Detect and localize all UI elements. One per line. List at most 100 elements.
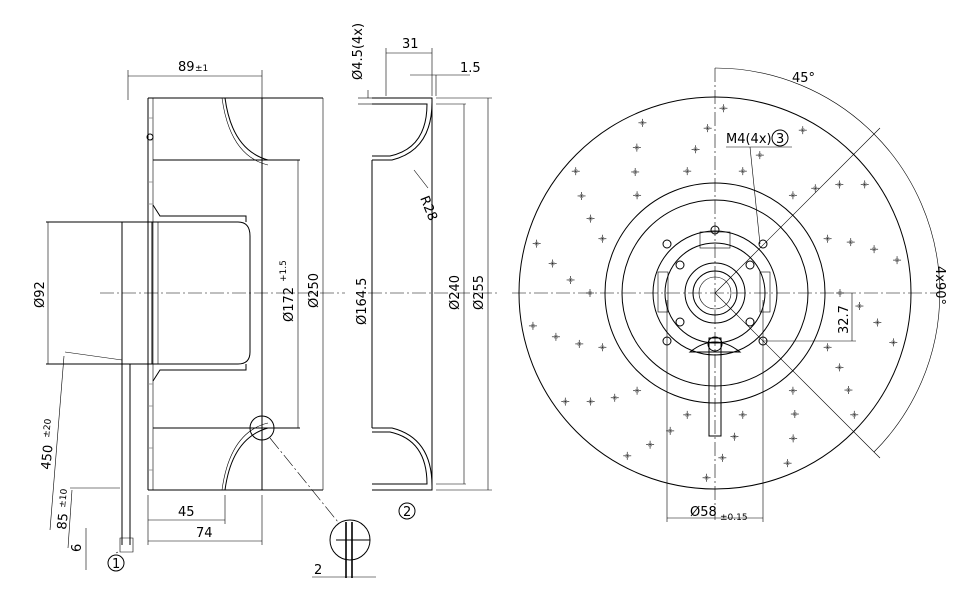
blade-marker [598, 343, 607, 352]
dim-detail-2: 2 [314, 563, 322, 578]
motor-rotor [652, 230, 778, 356]
dim-dia-240: Ø240 [448, 275, 463, 310]
blade-marker [850, 410, 859, 419]
blade-marker [835, 363, 844, 372]
blade-marker [666, 426, 675, 435]
dim-offset: 32.7 [837, 305, 852, 334]
blade-marker [532, 239, 541, 248]
blade-markers [528, 104, 902, 482]
callout-3-circle [771, 129, 789, 147]
blade-marker [836, 289, 844, 297]
dim-dia-92: Ø92 [33, 281, 48, 308]
section-view: Ø4.5(4x) 31 1.5 R28 Ø164.5 Ø240 Ø255 2 [351, 23, 500, 520]
blade-marker [811, 184, 820, 193]
blade-marker [788, 191, 797, 200]
callout-1-circle [107, 554, 125, 572]
dim-flange: 1.5 [460, 61, 481, 76]
blade-marker [610, 393, 619, 402]
dim-dia-58-tol: ±0.15 [720, 513, 748, 523]
blade-marker [528, 321, 537, 330]
dim-cable-450: 450 [39, 444, 57, 470]
blade-marker [873, 318, 882, 327]
dim-dia-255: Ø255 [472, 275, 487, 310]
blade-marker [703, 124, 712, 133]
callout-3: 3 [776, 132, 784, 147]
blade-marker [702, 473, 711, 482]
blade-marker [790, 410, 799, 419]
blade-marker [718, 453, 727, 462]
blade-marker [893, 256, 902, 265]
blade-marker [738, 167, 747, 176]
blade-marker [633, 386, 642, 395]
dim-overall-depth: 89 [178, 60, 195, 75]
blade-marker [783, 459, 792, 468]
blade-marker [586, 289, 594, 297]
blade-marker [789, 434, 798, 443]
screw-hole [710, 225, 720, 235]
blade-marker [844, 386, 853, 395]
front-view: 45° 4x90° M4(4x) 3 32.7 Ø58 ±0.15 [512, 67, 947, 523]
impeller-inner-ring [604, 182, 826, 404]
screw-hole [745, 317, 755, 327]
blade-marker [632, 143, 641, 152]
side-view: 89 ±1 Ø92 Ø172 +1.5 Ø250 45 74 450 ±20 8… [33, 60, 376, 578]
blade-marker [683, 410, 692, 419]
detail-marker [249, 415, 275, 441]
blade-marker [577, 191, 586, 200]
callout-2: 2 [403, 505, 411, 520]
dim-dia-58: Ø58 [690, 505, 717, 520]
dim-depth-74: 74 [196, 526, 213, 541]
blade-marker [835, 180, 844, 189]
blade-marker [575, 339, 584, 348]
dim-cable-85-tol: ±10 [58, 488, 70, 508]
impeller-outer-circle [518, 96, 912, 490]
dim-cable-450-tol: ±20 [42, 418, 54, 438]
dim-dia-164: Ø164.5 [355, 278, 370, 325]
dim-dia-172-tol: +1.5 [279, 260, 289, 282]
dim-angle-45: 45° [792, 71, 815, 86]
dim-hole: Ø4.5(4x) [351, 23, 366, 80]
cable-exit [688, 341, 742, 353]
blade-marker [646, 440, 655, 449]
screw-hole [758, 239, 768, 249]
blade-marker [755, 151, 764, 160]
blade-marker [823, 343, 832, 352]
blade-marker [738, 410, 747, 419]
angle-arc-45 [714, 67, 875, 135]
blade-marker [691, 145, 700, 154]
blade-marker [586, 397, 595, 406]
screw-hole [662, 239, 672, 249]
blade-marker [719, 104, 728, 113]
blade-marker [623, 451, 632, 460]
blade-marker [889, 338, 898, 347]
blade-marker [598, 234, 607, 243]
blade-marker [566, 275, 575, 284]
dim-width-31: 31 [402, 37, 419, 52]
blade-marker [571, 167, 580, 176]
blade-marker [798, 126, 807, 135]
screw-hole [745, 260, 755, 270]
blade-marker [730, 432, 739, 441]
dim-depth-45: 45 [178, 505, 195, 520]
blade-marker [683, 167, 692, 176]
blade-marker [586, 214, 595, 223]
callout-1: 1 [112, 557, 120, 572]
motor-hub [121, 221, 153, 365]
blade-marker [548, 259, 557, 268]
blade-marker [633, 191, 642, 200]
dim-thread: M4(4x) [726, 132, 772, 147]
blade-marker [561, 397, 570, 406]
cable-front [708, 337, 722, 437]
blade-marker [860, 180, 869, 189]
screw-hole [675, 260, 685, 270]
blade-marker [631, 167, 640, 176]
screw-hole [675, 317, 685, 327]
blade-marker [846, 238, 855, 247]
dim-radius: R28 [416, 194, 439, 223]
dim-dia-172: Ø172 [282, 287, 297, 322]
blade-marker [551, 332, 560, 341]
blade-marker [870, 245, 879, 254]
callout-2-circle [398, 502, 416, 520]
dim-dia-250: Ø250 [307, 273, 322, 308]
